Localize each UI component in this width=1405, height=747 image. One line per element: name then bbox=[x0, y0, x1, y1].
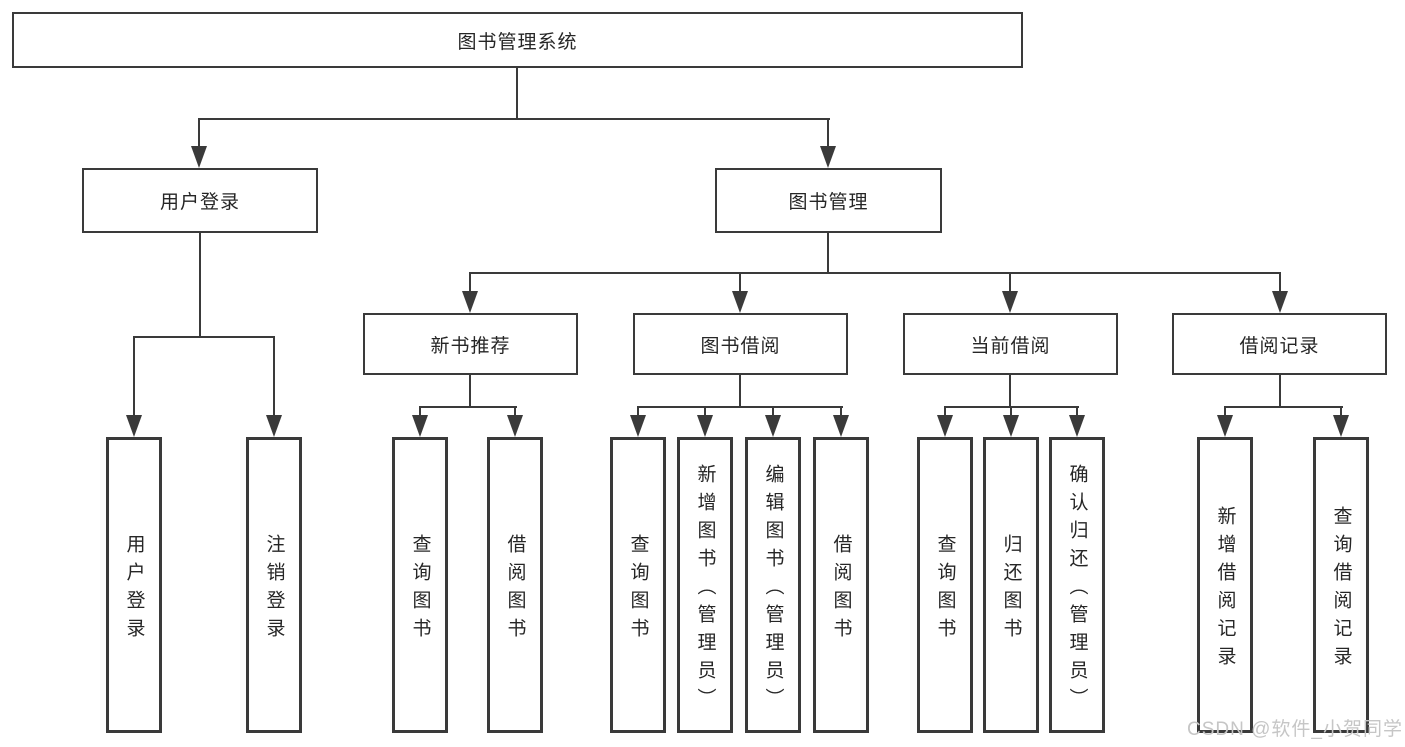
leaf-label: 归还图书 bbox=[1000, 533, 1022, 646]
connector-line bbox=[469, 272, 1281, 274]
arrow-down-icon bbox=[1002, 291, 1018, 313]
leaf-borrow-books-recommend: 借阅图书 bbox=[487, 437, 543, 733]
node-library-system: 图书管理系统 bbox=[12, 12, 1023, 68]
connector-line bbox=[637, 406, 843, 408]
arrow-down-icon bbox=[1333, 415, 1349, 437]
connector-line bbox=[1076, 406, 1078, 416]
connector-line bbox=[1279, 272, 1281, 292]
connector-line bbox=[273, 336, 275, 416]
connector-line bbox=[840, 406, 842, 416]
leaf-query-books-borrowing: 查询图书 bbox=[610, 437, 666, 733]
arrow-down-icon bbox=[507, 415, 523, 437]
node-current-borrowing: 当前借阅 bbox=[903, 313, 1118, 375]
connector-line bbox=[133, 336, 275, 338]
arrow-down-icon bbox=[126, 415, 142, 437]
leaf-label: 编辑图书（管理员） bbox=[762, 463, 784, 716]
node-book-borrowing: 图书借阅 bbox=[633, 313, 848, 375]
connector-line bbox=[1009, 375, 1011, 407]
arrow-down-icon bbox=[191, 146, 207, 168]
arrow-down-icon bbox=[266, 415, 282, 437]
leaf-label: 新增图书（管理员） bbox=[694, 463, 716, 716]
connector-line bbox=[1009, 272, 1011, 292]
leaf-label: 查询图书 bbox=[409, 533, 431, 646]
connector-line bbox=[739, 375, 741, 407]
watermark: CSDN @软件_小贺同学 bbox=[1187, 719, 1403, 740]
connector-line bbox=[1010, 406, 1012, 416]
node-new-book-recommendation: 新书推荐 bbox=[363, 313, 578, 375]
connector-line bbox=[198, 118, 830, 120]
leaf-user-login: 用户登录 bbox=[106, 437, 162, 733]
connector-line bbox=[739, 272, 741, 292]
arrow-down-icon bbox=[833, 415, 849, 437]
arrow-down-icon bbox=[412, 415, 428, 437]
leaf-query-books-recommend: 查询图书 bbox=[392, 437, 448, 733]
connector-line bbox=[1224, 406, 1226, 416]
connector-line bbox=[469, 375, 471, 407]
leaf-borrow-books-borrowing: 借阅图书 bbox=[813, 437, 869, 733]
connector-line bbox=[704, 406, 706, 416]
arrow-down-icon bbox=[765, 415, 781, 437]
arrow-down-icon bbox=[1069, 415, 1085, 437]
arrow-down-icon bbox=[937, 415, 953, 437]
connector-line bbox=[419, 406, 421, 416]
leaf-label: 注销登录 bbox=[263, 533, 285, 646]
node-borrowing-records: 借阅记录 bbox=[1172, 313, 1387, 375]
connector-line bbox=[514, 406, 516, 416]
connector-line bbox=[1279, 375, 1281, 407]
leaf-return-books: 归还图书 bbox=[983, 437, 1039, 733]
leaf-label: 查询图书 bbox=[627, 533, 649, 646]
node-user-login: 用户登录 bbox=[82, 168, 318, 233]
arrow-down-icon bbox=[1272, 291, 1288, 313]
leaf-add-borrow-record: 新增借阅记录 bbox=[1197, 437, 1253, 733]
arrow-down-icon bbox=[1217, 415, 1233, 437]
connector-line bbox=[944, 406, 946, 416]
connector-line bbox=[199, 233, 201, 337]
node-book-management: 图书管理 bbox=[715, 168, 942, 233]
arrow-down-icon bbox=[732, 291, 748, 313]
leaf-label: 查询借阅记录 bbox=[1330, 505, 1352, 674]
connector-line bbox=[516, 68, 518, 119]
connector-line bbox=[419, 406, 517, 408]
connector-line bbox=[469, 272, 471, 292]
leaf-confirm-return-admin: 确认归还（管理员） bbox=[1049, 437, 1105, 733]
leaf-edit-books-admin: 编辑图书（管理员） bbox=[745, 437, 801, 733]
leaf-query-borrow-record: 查询借阅记录 bbox=[1313, 437, 1369, 733]
connector-line bbox=[827, 118, 829, 148]
connector-line bbox=[772, 406, 774, 416]
leaf-label: 借阅图书 bbox=[830, 533, 852, 646]
arrow-down-icon bbox=[462, 291, 478, 313]
leaf-label: 新增借阅记录 bbox=[1214, 505, 1236, 674]
connector-line bbox=[827, 233, 829, 273]
arrow-down-icon bbox=[1003, 415, 1019, 437]
leaf-label: 查询图书 bbox=[934, 533, 956, 646]
leaf-logout-login: 注销登录 bbox=[246, 437, 302, 733]
leaf-query-books-current: 查询图书 bbox=[917, 437, 973, 733]
arrow-down-icon bbox=[697, 415, 713, 437]
connector-line bbox=[133, 336, 135, 416]
arrow-down-icon bbox=[630, 415, 646, 437]
connector-line bbox=[1224, 406, 1343, 408]
connector-line bbox=[1340, 406, 1342, 416]
leaf-label: 借阅图书 bbox=[504, 533, 526, 646]
leaf-add-books-admin: 新增图书（管理员） bbox=[677, 437, 733, 733]
leaf-label: 用户登录 bbox=[123, 533, 145, 646]
leaf-label: 确认归还（管理员） bbox=[1066, 463, 1088, 716]
connector-line bbox=[198, 118, 200, 148]
connector-line bbox=[637, 406, 639, 416]
arrow-down-icon bbox=[820, 146, 836, 168]
